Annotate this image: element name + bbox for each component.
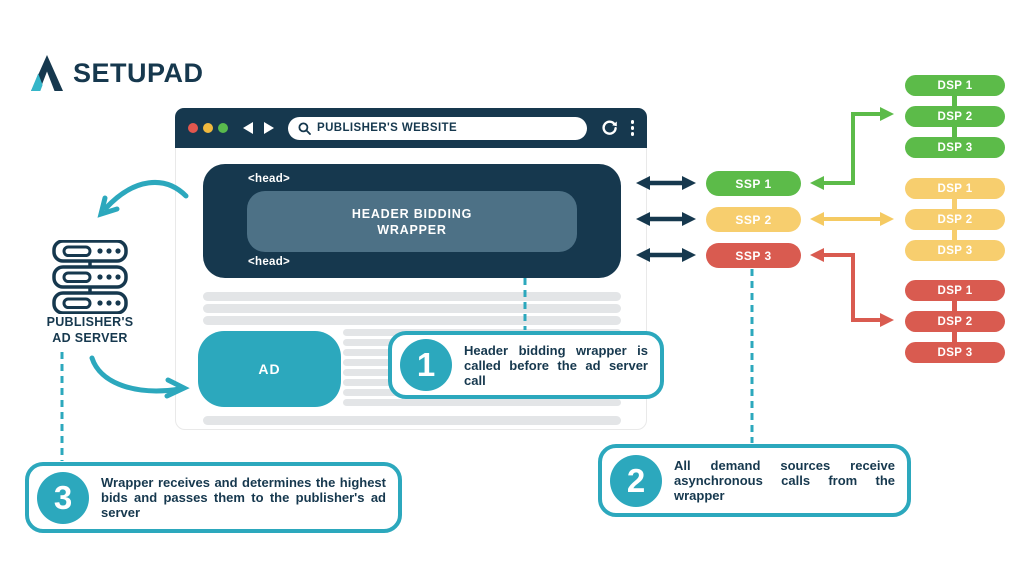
dsp-pill: DSP 2 xyxy=(905,311,1005,332)
ad-box: AD xyxy=(198,331,341,407)
callout-text: Header bidding wrapper is called before … xyxy=(464,342,648,388)
content-line xyxy=(203,304,621,313)
ssp-label: SSP 3 xyxy=(735,248,772,263)
arrow-browser-to-server xyxy=(97,180,189,218)
ad-label: AD xyxy=(258,361,281,377)
brand-name: SETUPAD xyxy=(73,57,204,88)
head-block: <head> HEADER BIDDING WRAPPER <head> xyxy=(203,164,621,278)
traffic-light-yellow xyxy=(203,123,213,133)
content-line xyxy=(343,399,621,406)
wrapper-label-line1: HEADER BIDDING xyxy=(351,206,473,221)
dsp-label: DSP 3 xyxy=(937,244,973,257)
ssp-pill-3: SSP 3 xyxy=(706,243,801,268)
connector-ssp1-dsp-green xyxy=(810,107,894,190)
callout-number: 1 xyxy=(400,339,452,391)
dsp-label: DSP 1 xyxy=(937,79,973,92)
connector-ssp2-dsp-yellow xyxy=(810,212,894,226)
content-line xyxy=(203,316,621,325)
dsp-label: DSP 1 xyxy=(937,182,973,195)
forward-button[interactable] xyxy=(264,122,274,134)
dsp-pill: DSP 3 xyxy=(905,137,1005,158)
dsp-pill: DSP 3 xyxy=(905,240,1005,261)
callout-text: Wrapper receives and determines the high… xyxy=(101,475,386,520)
dsp-group-green: DSP 1 DSP 2 DSP 3 xyxy=(905,75,1005,158)
dsp-label: DSP 3 xyxy=(937,141,973,154)
dsp-label: DSP 2 xyxy=(937,315,973,328)
content-line xyxy=(203,416,621,425)
dsp-pill: DSP 2 xyxy=(905,106,1005,127)
ssp-pill-2: SSP 2 xyxy=(706,207,801,232)
callout-1: 1 Header bidding wrapper is called befor… xyxy=(388,331,664,399)
wrapper-label-line2: WRAPPER xyxy=(377,222,447,237)
ad-server-label: PUBLISHER'S AD SERVER xyxy=(28,314,152,346)
ssp-pill-1: SSP 1 xyxy=(706,171,801,196)
ad-server-icon xyxy=(52,239,128,319)
dsp-label: DSP 2 xyxy=(937,110,973,123)
search-icon xyxy=(298,122,311,135)
refresh-icon[interactable] xyxy=(601,120,618,137)
callout-number: 3 xyxy=(37,471,89,524)
dsp-group-yellow: DSP 1 DSP 2 DSP 3 xyxy=(905,178,1005,261)
dsp-pill: DSP 2 xyxy=(905,209,1005,230)
setupad-logo-mark-icon xyxy=(31,55,63,91)
head-tag-open: <head> xyxy=(248,173,291,185)
dsp-group-red: DSP 1 DSP 2 DSP 3 xyxy=(905,280,1005,363)
dsp-pill: DSP 1 xyxy=(905,280,1005,301)
traffic-light-green xyxy=(218,123,228,133)
dsp-label: DSP 1 xyxy=(937,284,973,297)
connector-ssp3-dsp-red xyxy=(810,248,894,327)
dsp-pill: DSP 1 xyxy=(905,75,1005,96)
ad-server-label-line1: PUBLISHER'S xyxy=(46,315,134,329)
dsp-label: DSP 3 xyxy=(937,346,973,359)
dsp-pill: DSP 1 xyxy=(905,178,1005,199)
callout-text: All demand sources receive asynchronous … xyxy=(674,458,895,503)
dsp-pill: DSP 3 xyxy=(905,342,1005,363)
ad-server-label-line2: AD SERVER xyxy=(52,331,128,345)
dsp-label: DSP 2 xyxy=(937,213,973,226)
menu-kebab-icon[interactable] xyxy=(630,120,634,136)
address-bar[interactable]: PUBLISHER'S WEBSITE xyxy=(288,116,587,140)
callout-3: 3 Wrapper receives and determines the hi… xyxy=(25,462,402,533)
browser-topbar: PUBLISHER'S WEBSITE xyxy=(175,108,647,148)
ssp-label: SSP 1 xyxy=(735,176,772,191)
traffic-light-red xyxy=(188,123,198,133)
header-bidding-wrapper-box: HEADER BIDDING WRAPPER xyxy=(247,191,577,252)
arrow-server-to-ad xyxy=(89,355,190,399)
traffic-lights xyxy=(188,123,228,133)
callout-2: 2 All demand sources receive asynchronou… xyxy=(598,444,911,517)
setupad-logo: SETUPAD xyxy=(30,54,204,92)
content-line xyxy=(203,292,621,301)
head-tag-close: <head> xyxy=(248,256,291,268)
address-text: PUBLISHER'S WEBSITE xyxy=(317,122,458,134)
ssp-label: SSP 2 xyxy=(735,212,772,227)
callout-number: 2 xyxy=(610,454,662,507)
back-button[interactable] xyxy=(243,122,253,134)
